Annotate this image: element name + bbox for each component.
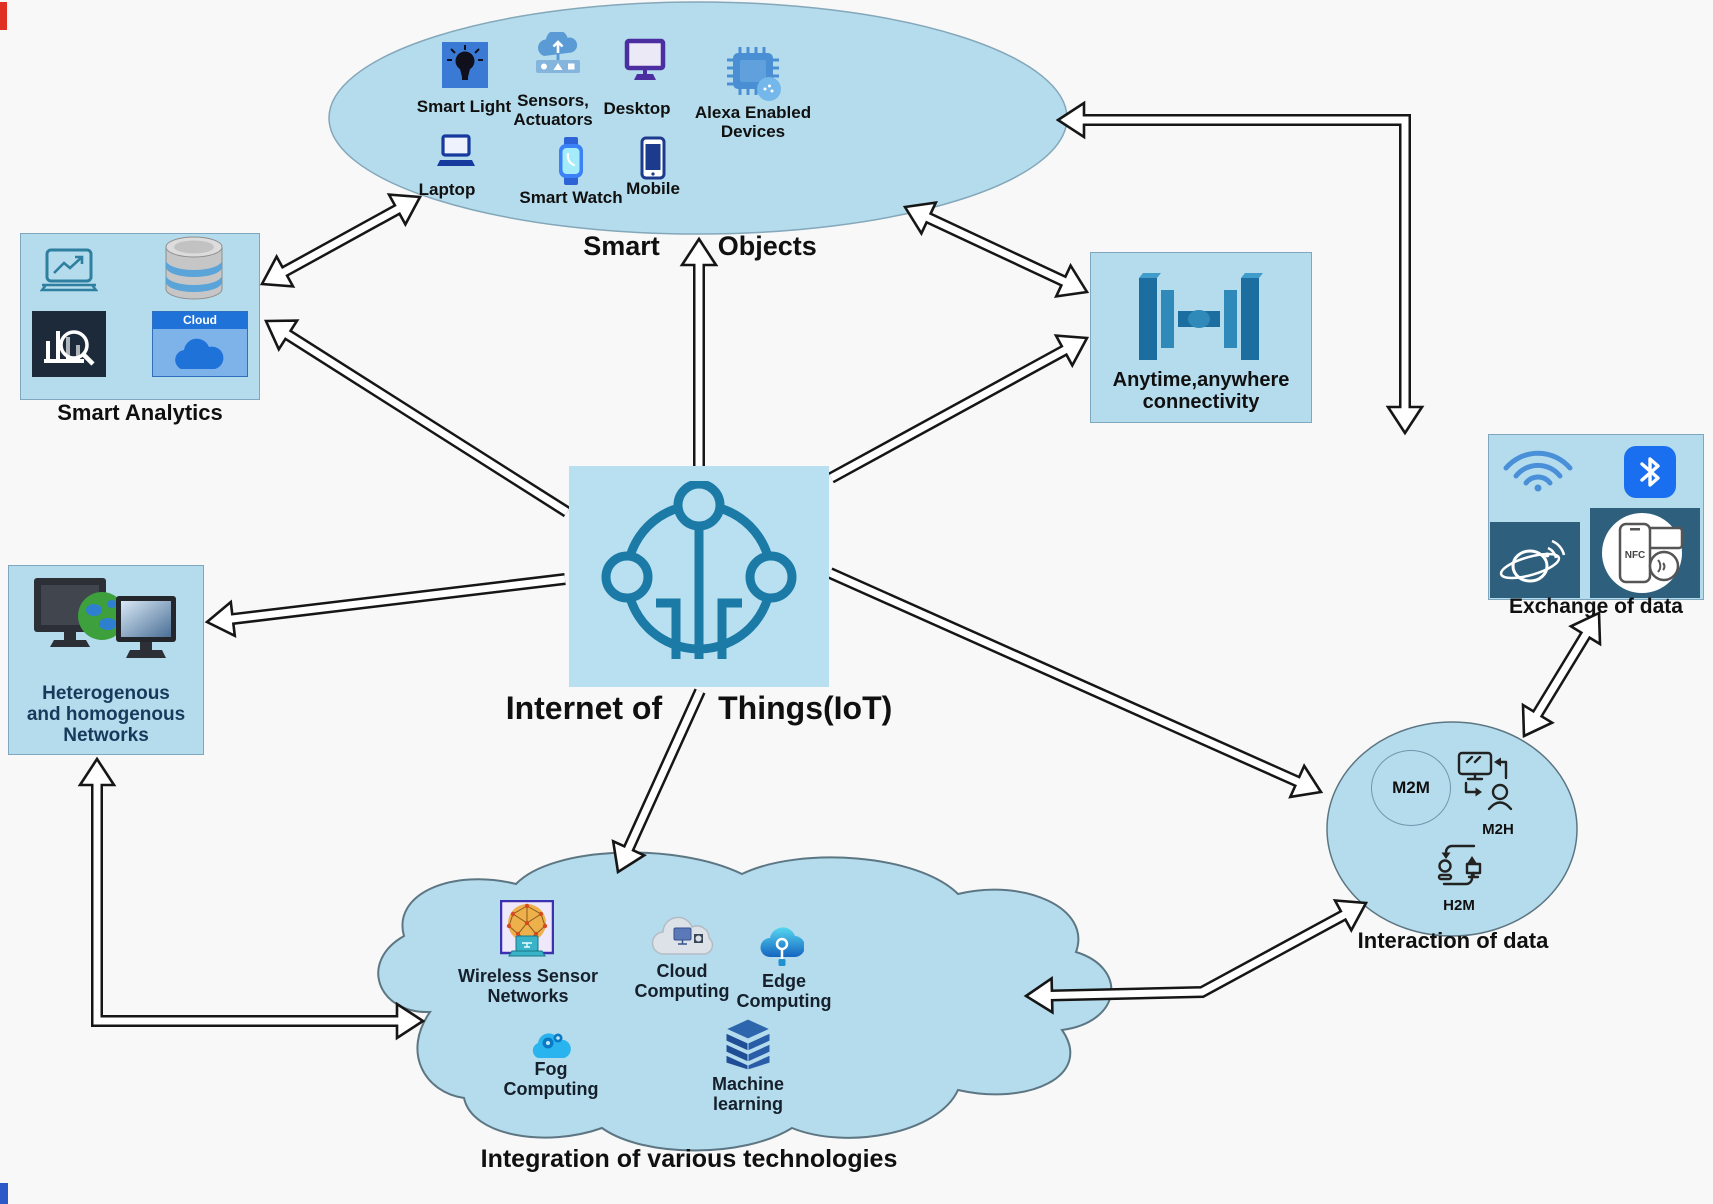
connector-arrow xyxy=(263,319,571,518)
connector-arrow xyxy=(1521,610,1602,739)
connector-arrow xyxy=(679,236,719,466)
exchange-label: Exchange of data xyxy=(1509,595,1683,618)
database-icon xyxy=(158,234,230,309)
analytics-laptop-chart-icon xyxy=(39,247,99,298)
connector-arrow xyxy=(828,334,1090,484)
connector-arrow xyxy=(902,200,1090,299)
smart-watch-label: Smart Watch xyxy=(519,188,623,207)
bar-chart-search-icon xyxy=(32,311,106,382)
smart-light-icon xyxy=(442,42,488,93)
fog-computing-icon xyxy=(528,1026,574,1067)
mobile-icon xyxy=(640,136,666,185)
smart-light-label: Smart Light xyxy=(416,97,512,116)
connectivity-icon xyxy=(1133,272,1265,371)
connector-arrow xyxy=(1023,899,1369,1015)
iot-circuit-icon xyxy=(594,479,804,676)
cloud-storage-icon: Cloud xyxy=(152,311,248,377)
integration-cloud-shape xyxy=(377,851,1113,1152)
smart-analytics-label: Smart Analytics xyxy=(57,400,223,425)
smart-objects-title-right: Objects xyxy=(717,231,817,261)
integration-label: Integration of various technologies xyxy=(480,1145,898,1173)
networked-computers-icon xyxy=(28,574,180,685)
connector-arrow xyxy=(827,567,1324,799)
laptop-label: Laptop xyxy=(418,180,476,199)
m2h-icon xyxy=(1456,750,1526,817)
connectivity-box xyxy=(1090,252,1312,423)
interaction-label: Interaction of data xyxy=(1357,928,1549,953)
nfc-text: NFC xyxy=(1625,550,1646,561)
connector-arrow xyxy=(204,573,566,639)
mobile-label: Mobile xyxy=(626,179,680,198)
h2m-label: H2M xyxy=(1443,897,1475,914)
satellite-icon xyxy=(1490,522,1580,603)
nfc-icon: NFC xyxy=(1590,508,1700,603)
h2m-icon xyxy=(1430,836,1488,899)
connector-arrow xyxy=(1055,100,1425,436)
scan-artifact-blue xyxy=(0,1183,8,1204)
m2m-label: M2M xyxy=(1392,778,1430,797)
edge-computing-icon xyxy=(760,924,806,973)
smart-objects-title-left: Smart xyxy=(583,231,660,261)
sensors-actuators-icon xyxy=(531,29,585,87)
iot-title-left: Internet of xyxy=(505,690,663,726)
cloud-storage-header: Cloud xyxy=(153,312,247,329)
laptop-icon xyxy=(437,132,475,183)
connector-arrow xyxy=(259,193,423,288)
sensors-actuators-label: Sensors,Actuators xyxy=(513,91,593,129)
desktop-label: Desktop xyxy=(603,99,671,118)
bluetooth-icon xyxy=(1624,446,1676,503)
smart-watch-icon xyxy=(557,136,585,191)
m2m-circle: M2M xyxy=(1371,750,1451,826)
cloud-computing-icon xyxy=(650,912,716,963)
connector-arrow xyxy=(77,756,426,1041)
smart-objects-title: Smart Objects xyxy=(500,231,900,262)
m2h-label: M2H xyxy=(1482,821,1514,838)
desktop-icon xyxy=(624,38,666,93)
alexa-devices-icon xyxy=(724,46,782,107)
iot-title: Internet of Things(IoT) xyxy=(449,690,949,727)
wireless-sensor-network-icon xyxy=(499,899,555,967)
iot-title-right: Things(IoT) xyxy=(718,690,893,726)
wifi-icon xyxy=(1500,448,1576,497)
connector-arrow xyxy=(611,688,706,875)
scan-artifact-red xyxy=(0,2,7,30)
machine-learning-icon xyxy=(722,1018,774,1075)
